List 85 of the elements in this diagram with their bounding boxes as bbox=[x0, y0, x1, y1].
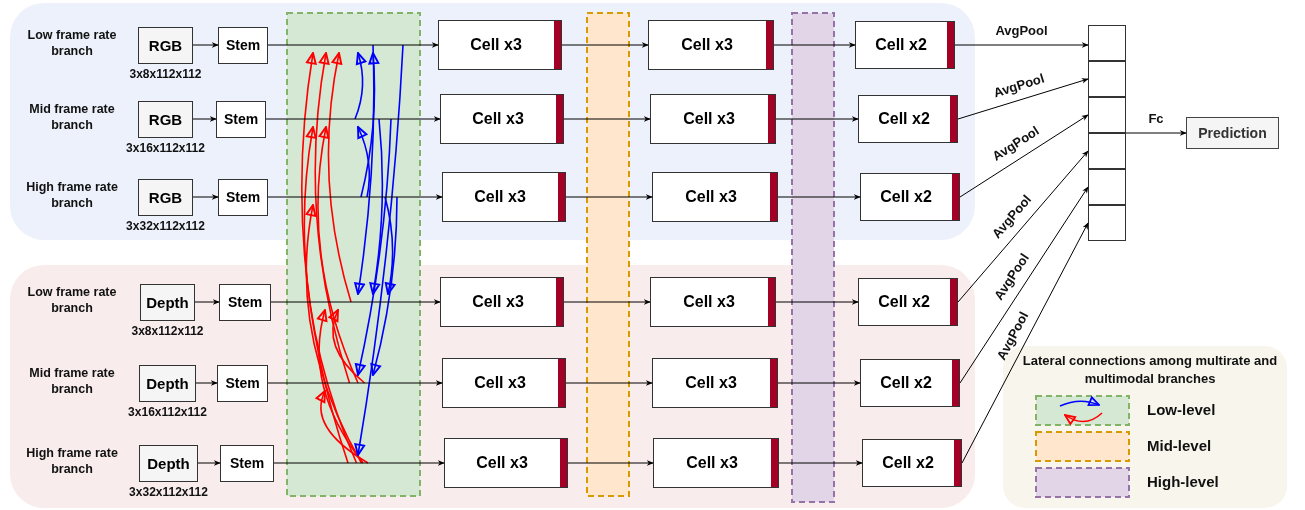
stem-box: Stem bbox=[216, 100, 266, 138]
cell-box: Cell x3 bbox=[442, 172, 566, 222]
arrow bbox=[563, 299, 651, 305]
branch-label: Low frame rate branch bbox=[26, 28, 118, 60]
arrow bbox=[957, 150, 1089, 303]
cell-box: Cell x3 bbox=[653, 438, 779, 488]
cell-box: Cell x2 bbox=[858, 95, 958, 143]
cell-box: Cell x3 bbox=[440, 94, 564, 144]
branch-label: Mid frame rate branch bbox=[28, 366, 116, 398]
arrow bbox=[1125, 130, 1187, 136]
arrow bbox=[194, 299, 220, 305]
prediction-box: Prediction bbox=[1186, 117, 1279, 149]
arrow bbox=[778, 460, 863, 466]
arrow bbox=[954, 42, 1089, 48]
arrow bbox=[267, 42, 439, 48]
cell-box: Cell x3 bbox=[652, 172, 778, 222]
input-shape-label: 3x8x112x112 bbox=[130, 323, 205, 339]
cell-box: Cell x3 bbox=[440, 277, 564, 327]
feature-vector-cell bbox=[1088, 205, 1126, 241]
stem-box: Stem bbox=[219, 283, 271, 321]
input-shape-label: 3x16x112x112 bbox=[127, 404, 208, 420]
input-box: RGB bbox=[138, 100, 193, 138]
input-box: RGB bbox=[138, 178, 193, 216]
cell-box: Cell x2 bbox=[860, 359, 960, 407]
cell-box: Cell x2 bbox=[855, 21, 955, 69]
arrow bbox=[273, 460, 445, 466]
edge-label: AvgPool bbox=[995, 22, 1048, 40]
branch-label: Low frame rate branch bbox=[26, 285, 118, 317]
arrow bbox=[961, 222, 1089, 464]
input-shape-label: 3x32x112x112 bbox=[125, 218, 206, 234]
feature-vector-cell bbox=[1088, 97, 1126, 133]
input-shape-label: 3x16x112x112 bbox=[125, 140, 206, 156]
arrow bbox=[959, 114, 1089, 198]
cell-box: Cell x3 bbox=[650, 94, 776, 144]
input-box: RGB bbox=[138, 26, 193, 64]
cell-box: Cell x3 bbox=[652, 358, 778, 408]
edge-label: Fc bbox=[1148, 110, 1164, 128]
input-shape-label: 3x8x112x112 bbox=[128, 66, 203, 82]
stem-box: Stem bbox=[217, 364, 268, 402]
arrow bbox=[959, 186, 1089, 384]
stem-box: Stem bbox=[218, 178, 268, 216]
stem-box: Stem bbox=[218, 26, 268, 64]
legend-label: Low-level bbox=[1147, 401, 1216, 420]
arrow bbox=[267, 194, 443, 200]
legend-label: Mid-level bbox=[1147, 437, 1212, 456]
cell-box: Cell x3 bbox=[438, 20, 562, 70]
arrow bbox=[565, 194, 653, 200]
arrow bbox=[192, 194, 219, 200]
arrow bbox=[265, 116, 441, 122]
cell-box: Cell x3 bbox=[648, 20, 774, 70]
cell-box: Cell x3 bbox=[650, 277, 776, 327]
arrow bbox=[775, 299, 859, 305]
branch-label: High frame rate branch bbox=[25, 446, 119, 478]
cell-box: Cell x2 bbox=[858, 278, 958, 326]
input-box: Depth bbox=[140, 283, 195, 321]
arrow bbox=[267, 380, 443, 386]
arrow bbox=[270, 299, 441, 305]
cell-box: Cell x2 bbox=[862, 439, 962, 487]
cell-box: Cell x2 bbox=[860, 173, 960, 221]
arrow bbox=[773, 42, 856, 48]
arrow bbox=[192, 42, 219, 48]
feature-vector-cell bbox=[1088, 133, 1126, 169]
arrow bbox=[957, 78, 1089, 120]
cell-box: Cell x3 bbox=[444, 438, 568, 488]
branch-label: Mid frame rate branch bbox=[28, 102, 116, 134]
legend-label: High-level bbox=[1147, 473, 1219, 492]
input-box: Depth bbox=[139, 364, 196, 402]
cell-box: Cell x3 bbox=[442, 358, 566, 408]
arrow bbox=[197, 460, 221, 466]
arrow bbox=[565, 380, 653, 386]
arrow bbox=[777, 194, 861, 200]
arrow bbox=[563, 116, 651, 122]
stem-box: Stem bbox=[220, 444, 274, 482]
arrow bbox=[195, 380, 218, 386]
arrow bbox=[192, 116, 217, 122]
branch-label: High frame rate branch bbox=[25, 180, 119, 212]
feature-vector-cell bbox=[1088, 61, 1126, 97]
arrow bbox=[777, 380, 861, 386]
feature-vector-cell bbox=[1088, 25, 1126, 61]
arrow bbox=[567, 460, 654, 466]
input-box: Depth bbox=[139, 444, 198, 482]
input-shape-label: 3x32x112x112 bbox=[128, 484, 209, 500]
arrow bbox=[775, 116, 859, 122]
arrow bbox=[561, 42, 649, 48]
feature-vector-cell bbox=[1088, 169, 1126, 205]
